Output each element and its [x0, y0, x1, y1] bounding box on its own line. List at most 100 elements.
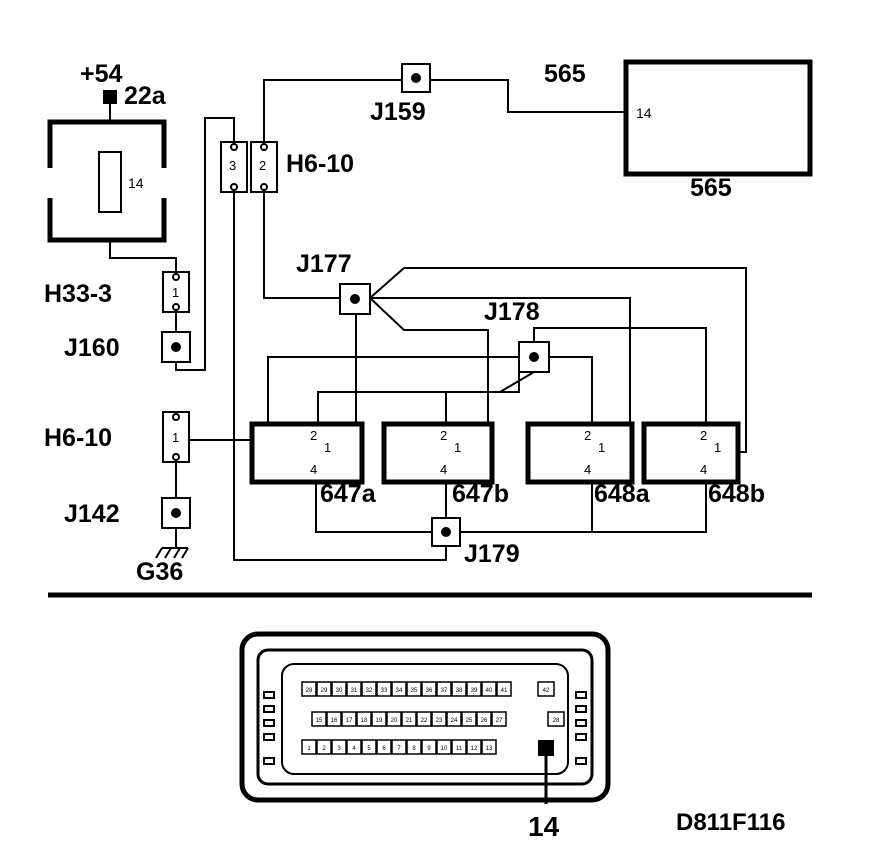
relay-648a-body — [525, 421, 635, 485]
plug-pin-number: 15 — [316, 718, 323, 724]
j179-dot — [441, 527, 451, 537]
plug-pin-cell — [431, 711, 447, 727]
relay-647b-pin-2: 2 — [440, 428, 447, 443]
fuse-box-gap-right — [158, 168, 170, 198]
plug-pin-cell — [461, 711, 477, 727]
connector-h6-10-bottom: 1 H6-10 — [44, 411, 190, 463]
j159-dot — [411, 73, 421, 83]
plug-inner-frame — [256, 648, 594, 786]
plug-pin-number: 10 — [441, 746, 448, 752]
wire-h6-pin2-to-j177 — [263, 192, 340, 299]
plug-pin-number: 23 — [436, 718, 443, 724]
plug-pin-number: 24 — [451, 718, 458, 724]
relay-647a-pin-2: 2 — [310, 428, 317, 443]
plug-pin-number: 19 — [376, 718, 383, 724]
plug-pin-number: 25 — [466, 718, 473, 724]
j178-label: J178 — [484, 298, 540, 326]
plug-pin-cell — [346, 681, 362, 697]
h6-10-bottom-label: H6-10 — [44, 424, 112, 452]
plug-pin-cell — [331, 681, 347, 697]
plug-pin-cell — [361, 739, 377, 755]
power-label: +54 — [80, 60, 123, 88]
plug-latch — [263, 733, 275, 741]
plug-pin-cell — [301, 739, 317, 755]
plug-pin-cell — [446, 711, 462, 727]
relay-648a-pin-4: 4 — [584, 462, 591, 477]
relay-647b-pin-4: 4 — [440, 462, 447, 477]
relay-648b-label: 648b — [708, 480, 765, 508]
ecu-frame — [623, 59, 813, 177]
plug-pin-cell — [331, 739, 347, 755]
fuse-box: 14 — [44, 119, 170, 243]
plug-pin-number: 11 — [456, 746, 463, 752]
plug-latch — [575, 733, 587, 741]
plug-pin-number: 3 — [337, 746, 341, 752]
plug-pin-number: 29 — [321, 688, 328, 694]
plug-pin-cell — [436, 739, 452, 755]
plug-pin-cell — [436, 681, 452, 697]
relay-648b: 2 1 4 648b — [641, 421, 765, 508]
wires — [109, 79, 747, 561]
plug-pin-cell — [356, 711, 372, 727]
j142-dot — [171, 508, 181, 518]
plug-pin-number: 8 — [412, 746, 416, 752]
relay-648b-body — [641, 421, 741, 485]
power-terminal-square — [103, 90, 117, 104]
plug-pin-cell — [451, 681, 467, 697]
wire-j160-to-h6-pin3 — [175, 117, 235, 371]
wire-j178-to-648b — [533, 327, 707, 426]
wire-648b-to-j179 — [592, 482, 707, 533]
relay-648a: 2 1 4 648a — [525, 421, 651, 508]
plug-pin-cell-end — [547, 711, 565, 727]
relay-648b-pin-4: 4 — [700, 462, 707, 477]
plug-pin-cell — [376, 739, 392, 755]
plug-pin-cell — [451, 739, 467, 755]
h6-10-bottom-pin: 1 — [172, 430, 179, 445]
wire-j177-to-648b — [369, 267, 747, 453]
ecu-pin-label: 14 — [636, 105, 652, 121]
relay-648b-pin-1: 1 — [714, 440, 721, 455]
plug-pin-number: 5 — [367, 746, 371, 752]
plug-pin-number: 17 — [346, 718, 353, 724]
h6-10-top-socket — [230, 143, 238, 151]
plug-pin-number: 12 — [471, 746, 478, 752]
plug-pin-14-highlight — [538, 740, 554, 756]
plug-pin-number: 2 — [322, 746, 326, 752]
junction-j160: J160 — [64, 331, 191, 363]
junction-j179: J179 — [431, 517, 520, 568]
plug-pin-number: 1 — [307, 746, 311, 752]
plug-pin-cell — [346, 739, 362, 755]
relay-648a-pin-1: 1 — [598, 440, 605, 455]
plug-latch — [575, 719, 587, 727]
h33-3-socket — [172, 303, 180, 311]
document-code: D811F116 — [676, 809, 785, 836]
plug-pin-cell — [311, 711, 327, 727]
ecu-565: 565 565 14 — [544, 59, 813, 202]
plug-pin-number: 26 — [481, 718, 488, 724]
relay-647b: 2 1 4 647b — [381, 421, 509, 508]
h6-10-bottom-socket — [172, 413, 180, 421]
plug-pin-cell — [326, 711, 342, 727]
plug-pin-number: 28 — [306, 688, 313, 694]
plug-pin-number: 38 — [456, 688, 463, 694]
plug-pin-number: 28 — [553, 718, 560, 724]
ground-g36: G36 — [136, 547, 189, 586]
ground-label: G36 — [136, 558, 183, 586]
plug-pin-number: 18 — [361, 718, 368, 724]
plug-pin-callout-label: 14 — [528, 811, 560, 842]
wire-h6-pin3-to-j179 — [233, 192, 447, 561]
plug-pin-number: 22 — [421, 718, 428, 724]
relay-647a-pin-1: 1 — [324, 440, 331, 455]
plug-pin-cell — [401, 711, 417, 727]
plug-pin-number: 16 — [331, 718, 338, 724]
relay-647b-body — [381, 421, 495, 485]
power-terminal: +54 22a — [80, 60, 167, 110]
wire-h6-pin2-to-j159 — [263, 79, 402, 142]
h6-10-top-pin-2: 2 — [259, 158, 266, 173]
relay-648a-label: 648a — [594, 480, 651, 508]
relay-647a: 2 1 4 647a — [249, 421, 377, 508]
h6-10-top-socket — [230, 183, 238, 191]
h6-10-top-socket — [260, 183, 268, 191]
plug-pin-number: 6 — [382, 746, 386, 752]
